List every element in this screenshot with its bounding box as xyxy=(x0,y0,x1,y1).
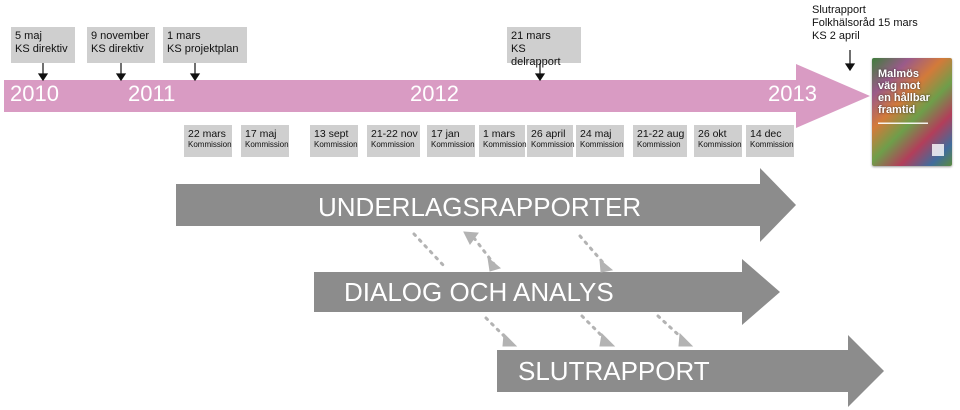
year-label-2010: 2010 xyxy=(10,81,59,106)
meeting-label: Kommission xyxy=(531,140,575,149)
final-event-line-2: Folkhälsoråd 15 mars xyxy=(812,17,918,29)
meeting-date: 17 maj xyxy=(245,128,277,140)
meeting-date: 13 sept xyxy=(314,128,349,140)
report-cover-subtitle-graphic: ▬▬▬▬▬▬▬▬▬▬ xyxy=(878,120,928,126)
meeting-box: 26 april Kommission xyxy=(527,125,575,157)
meeting-label: Kommission xyxy=(483,140,527,149)
meeting-date: 1 mars xyxy=(483,128,516,140)
event-ks-delrapport: 21 mars KS delrapport xyxy=(507,27,581,68)
meeting-date: 22 mars xyxy=(188,128,226,140)
report-cover-image: Malmös väg mot en hållbar framtid ▬▬▬▬▬▬… xyxy=(872,58,952,166)
meeting-date: 24 maj xyxy=(580,128,612,140)
event-ks-direktiv-2010: 5 maj KS direktiv xyxy=(11,27,75,63)
meeting-date: 21-22 nov xyxy=(371,128,418,140)
meeting-date: 14 dec xyxy=(750,128,782,140)
meeting-box: 17 jan Kommission xyxy=(427,125,475,157)
meeting-box: 21-22 aug Kommission xyxy=(633,125,687,157)
report-cover-logo xyxy=(932,144,944,156)
phase-arrow-slut xyxy=(497,335,884,407)
event-slutrapport: Slutrapport Folkhälsoråd 15 mars KS 2 ap… xyxy=(812,4,918,43)
meeting-label: Kommission xyxy=(580,140,624,149)
meeting-box: 26 okt Kommission xyxy=(694,125,742,157)
meeting-label: Kommission xyxy=(698,140,742,149)
meeting-label: Kommission xyxy=(314,140,358,149)
phase-arrow-underlag xyxy=(176,168,796,242)
meeting-label: Kommission xyxy=(750,140,794,149)
meeting-box: 22 mars Kommission xyxy=(184,125,232,157)
meeting-box: 1 mars Kommission xyxy=(479,125,527,157)
dotted-flow-lines xyxy=(412,231,694,347)
year-label-2011: 2011 xyxy=(128,81,176,106)
phase-label-dialog-och-analys: DIALOG OCH ANALYS xyxy=(344,277,614,307)
meeting-label: Kommission xyxy=(245,140,289,149)
phase-arrow-dialog xyxy=(314,259,780,325)
meeting-date: 17 jan xyxy=(431,128,460,140)
meeting-label: Kommission xyxy=(637,140,681,149)
report-cover-title: Malmös väg mot en hållbar framtid xyxy=(878,68,930,116)
meeting-date: 26 april xyxy=(531,128,566,140)
event-pointer-arrows xyxy=(37,50,856,82)
meeting-label: Kommission xyxy=(188,140,232,149)
event-ks-direktiv-2011: 9 november KS direktiv xyxy=(87,27,155,63)
final-event-line-3: KS 2 april xyxy=(812,30,860,42)
meeting-box: 17 maj Kommission xyxy=(241,125,289,157)
meeting-box: 13 sept Kommission xyxy=(310,125,358,157)
meeting-date: 26 okt xyxy=(698,128,727,140)
event-ks-projektplan: 1 mars KS projektplan xyxy=(163,27,247,63)
meeting-box: 14 dec Kommission xyxy=(746,125,794,157)
meeting-box: 24 maj Kommission xyxy=(576,125,624,157)
meeting-date: 21-22 aug xyxy=(637,128,685,140)
phase-label-underlagsrapporter: UNDERLAGSRAPPORTER xyxy=(318,192,642,222)
final-event-line-1: Slutrapport xyxy=(812,4,866,16)
meeting-box: 21-22 nov Kommission xyxy=(367,125,420,157)
phase-label-slutrapport: SLUTRAPPORT xyxy=(518,356,710,386)
year-label-2012: 2012 xyxy=(410,81,459,106)
year-label-2013: 2013 xyxy=(768,81,817,106)
meeting-label: Kommission xyxy=(431,140,475,149)
timeline-arrow xyxy=(4,64,870,128)
meeting-label: Kommission xyxy=(371,140,415,149)
